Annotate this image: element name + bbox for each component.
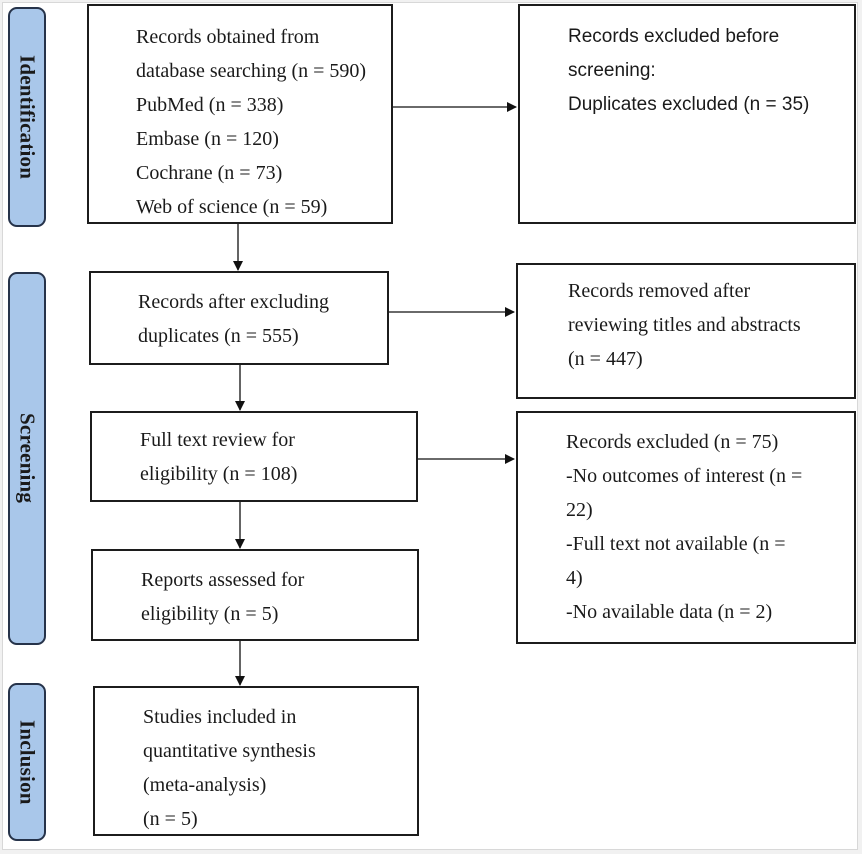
stage-screening: Screening [8, 272, 46, 645]
box-removed-after-review: Records removed after reviewing titles a… [516, 263, 856, 399]
box-excluded-before-screening: Records excluded before screening: Dupli… [518, 4, 856, 224]
box-reports-assessed: Reports assessed for eligibility (n = 5) [91, 549, 419, 641]
box-line: screening: [568, 60, 656, 81]
box-line: -No available data (n = 2) [566, 601, 773, 623]
box-line: -No outcomes of interest (n = [566, 465, 803, 487]
stage-inclusion-label: Inclusion [15, 719, 40, 805]
box-full-text-review: Full text review for eligibility (n = 10… [90, 411, 418, 502]
box-line: reviewing titles and abstracts [568, 314, 801, 336]
box-line: Reports assessed for [141, 569, 305, 591]
box-line: Records excluded (n = 75) [566, 431, 779, 453]
box-line: 4) [566, 567, 583, 589]
box-line: (meta-analysis) [143, 774, 267, 796]
box-line: database searching (n = 590) [136, 60, 367, 82]
box-line: Web of science (n = 59) [136, 196, 328, 218]
box-line: PubMed (n = 338) [136, 94, 284, 116]
box-after-excluding-duplicates: Records after excluding duplicates (n = … [89, 271, 389, 365]
box-line: -Full text not available (n = [566, 533, 786, 555]
box-studies-included: Studies included in quantitative synthes… [93, 686, 419, 836]
box-line: eligibility (n = 5) [141, 603, 279, 625]
box-records-obtained: Records obtained from database searching… [87, 4, 393, 224]
box-line: (n = 5) [143, 808, 198, 830]
stage-inclusion: Inclusion [8, 683, 46, 841]
box-line: Cochrane (n = 73) [136, 162, 283, 184]
stage-identification-label: Identification [15, 54, 40, 180]
box-line: duplicates (n = 555) [138, 325, 299, 347]
box-line: Records after excluding [138, 291, 330, 313]
stage-screening-label: Screening [15, 413, 40, 504]
box-line: Records excluded before [568, 26, 780, 47]
box-line: Records obtained from [136, 26, 320, 48]
box-line: (n = 447) [568, 348, 643, 370]
box-records-excluded: Records excluded (n = 75) -No outcomes o… [516, 411, 856, 644]
box-line: Studies included in [143, 706, 297, 728]
stage-identification: Identification [8, 7, 46, 227]
box-line: quantitative synthesis [143, 740, 316, 762]
box-line: Full text review for [140, 429, 295, 451]
box-line: eligibility (n = 108) [140, 463, 298, 485]
box-line: Duplicates excluded (n = 35) [568, 94, 810, 115]
box-line: 22) [566, 499, 593, 521]
box-line: Embase (n = 120) [136, 128, 279, 150]
box-line: Records removed after [568, 280, 751, 302]
